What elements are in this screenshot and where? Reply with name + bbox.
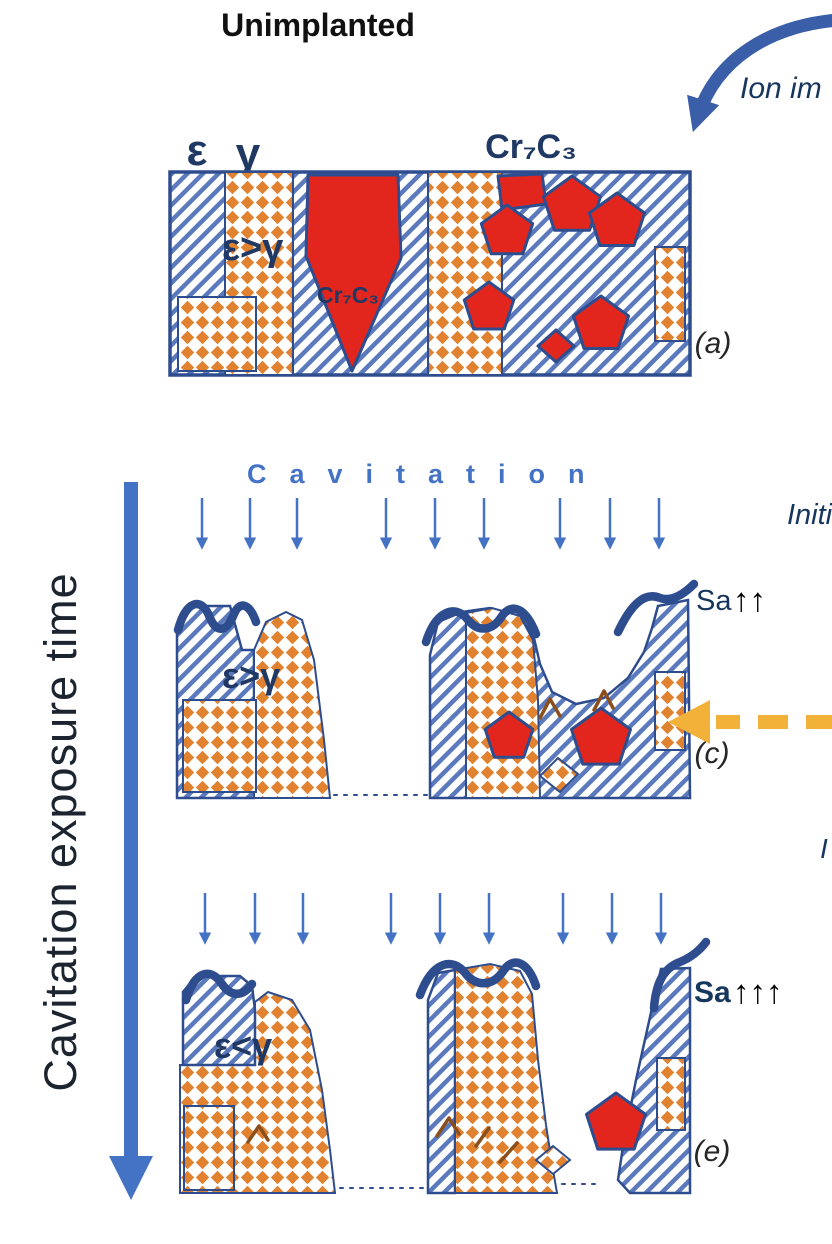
roughness-wave [421,604,541,647]
epsilon-label: ε [187,126,208,175]
lower-fragment-label: I [820,833,828,864]
crack [592,689,615,712]
panel-e-tag: (e) [694,1135,731,1168]
carbide-grain [585,1091,647,1151]
carbide-grain [587,191,647,247]
carbide-grain [462,280,516,331]
phase-relation-a: ε>γ [222,227,283,269]
figure-title: Unimplanted [221,7,415,43]
carbide-grain [479,203,535,256]
carbide-grain [483,710,535,759]
gamma-band [465,606,542,799]
gamma-grain [177,296,257,372]
gamma-column [454,962,559,1194]
time-arrowhead [109,1156,153,1200]
carbide-grain [571,294,631,350]
crack [246,1124,270,1144]
gamma-band [253,610,332,799]
ion-implantation-label: Ion im [740,72,822,105]
roughness-wave [181,969,257,1005]
carbide-spike [304,173,403,373]
panel-c-tag: (c) [695,737,730,770]
carbide-spike-label: Cr₇C₃ [317,282,379,308]
carbide-grain [542,174,602,232]
initiation-fragment-label: Initia [787,499,832,531]
roughness-wave [613,579,699,637]
ion-implantation-arrow [687,14,832,133]
cavitation-heading: Cavitation [247,459,608,489]
panel-c: ε>γ [173,579,699,800]
crack [498,1141,519,1164]
gamma-band [427,171,503,376]
exposure-time-axis: Cavitation exposure time [35,482,153,1200]
panel-e: ε<γ [179,937,711,1195]
gamma-label: γ [236,129,261,178]
gamma-grain [654,246,686,342]
panel-a: ε>γ Cr₇C₃ [168,170,692,377]
carbide-grain [570,706,632,766]
crack [474,1126,491,1148]
epsilon-block [181,974,257,1067]
gamma-grain [182,699,257,793]
sa-arrows-c: ↑↑ [733,581,766,618]
epsilon-sliver [426,968,457,1195]
phase-relation-c: ε>γ [222,655,280,696]
phase-relation-e: ε<γ [214,1025,272,1066]
sa-label-c: Sa [696,585,732,617]
panel-a-tag: (a) [695,327,732,360]
roughness-wave [173,599,261,635]
roughness-wave [415,958,541,1000]
gamma-grain [654,671,686,751]
sa-arrows-e: ↑↑↑ [733,973,783,1010]
carbide-label: Cr₇C₃ [485,128,577,166]
gamma-grain [183,1105,235,1191]
yellow-dashed-arrow [668,700,832,744]
crack [435,1116,461,1138]
sa-label-e: Sa [694,976,731,1009]
gamma-grain [534,1144,572,1176]
crack [538,697,562,720]
roughness-wave [649,937,711,1013]
gamma-grain [656,1057,686,1131]
gamma-grain [538,756,580,794]
cavitation-arrow-row-1 [195,498,666,550]
cavitation-arrow-row-2 [198,893,668,945]
exposure-time-label: Cavitation exposure time [35,572,86,1091]
carbide-grain [536,328,576,364]
